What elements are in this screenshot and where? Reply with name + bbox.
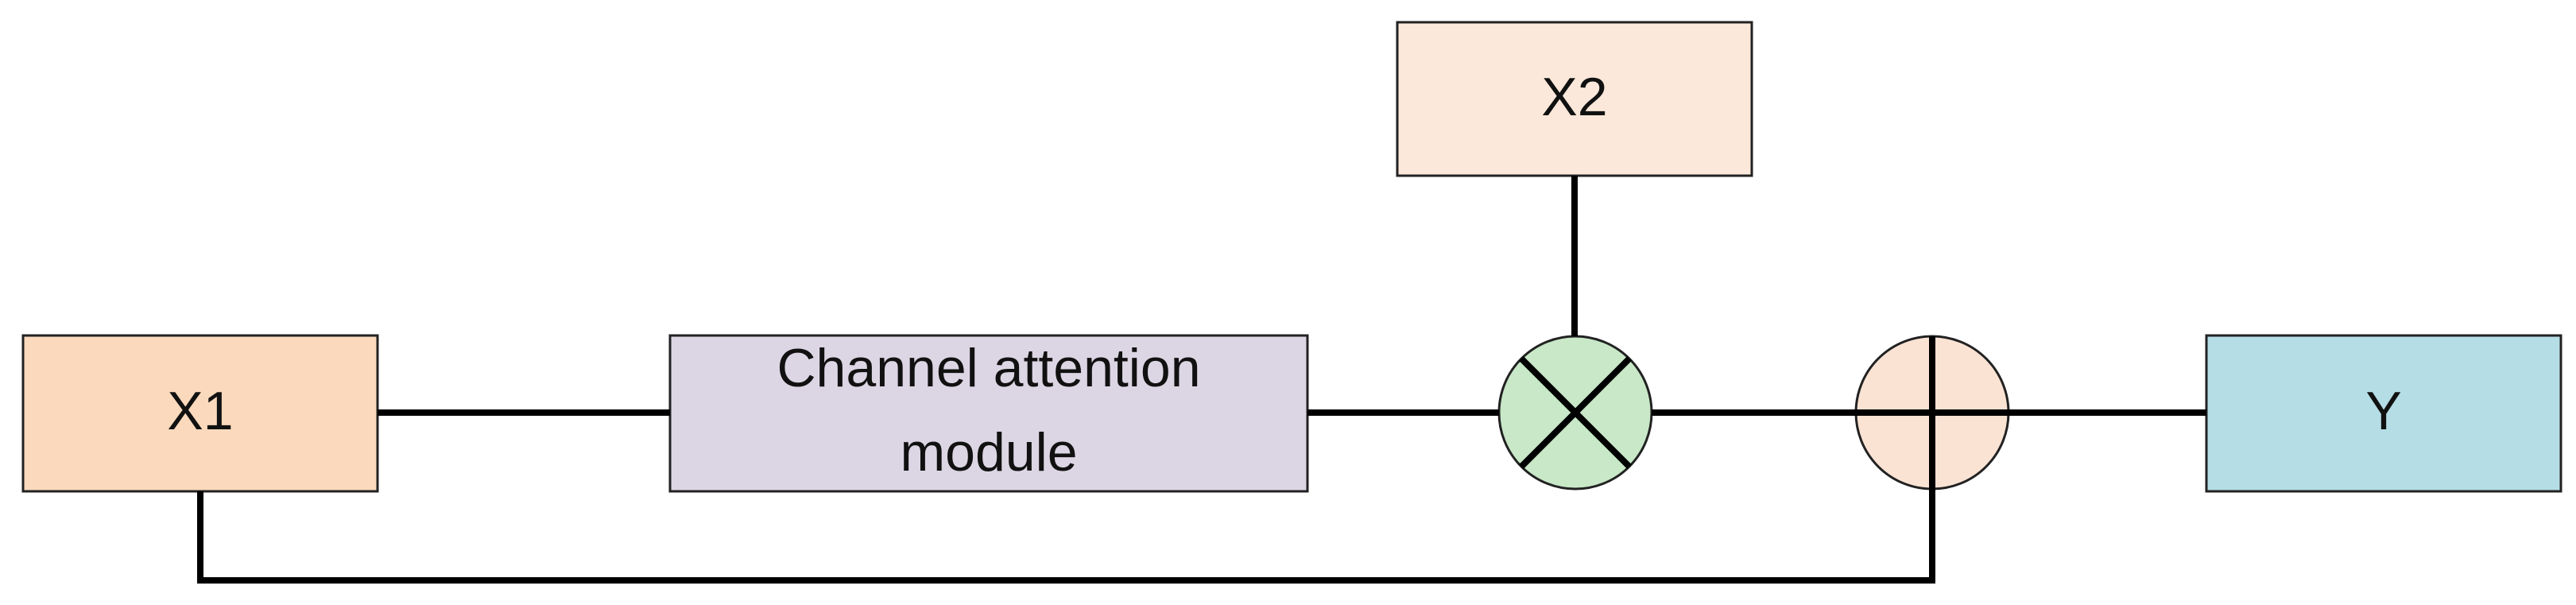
connectors — [197, 176, 2206, 584]
multiply-operator — [1497, 335, 1653, 491]
y-node: Y — [2205, 334, 2562, 493]
add-operator — [1854, 335, 2010, 491]
y-label: Y — [2365, 381, 2401, 441]
x1-box — [21, 334, 379, 493]
x1-node: X1 — [21, 334, 379, 493]
x1-label: X1 — [167, 381, 233, 441]
channel-attention-node: Channel attention module — [668, 334, 1309, 493]
arrow-x1-skip-to-add — [197, 489, 1935, 584]
y-box — [2205, 334, 2562, 493]
channel-attention-label-line2: module — [900, 422, 1077, 483]
x2-box — [1396, 21, 1753, 177]
x2-label: X2 — [1541, 67, 1607, 127]
channel-attention-box — [668, 334, 1309, 493]
x2-node: X2 — [1396, 21, 1753, 177]
multiply-cross-b — [1519, 356, 1632, 469]
channel-attention-label-line1: Channel attention — [777, 338, 1200, 398]
